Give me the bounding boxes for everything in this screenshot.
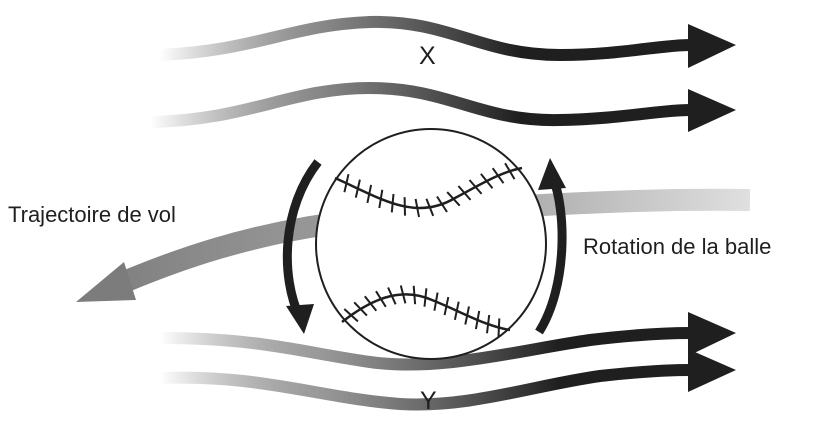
- label-flight-trajectory: Trajectoire de vol: [8, 204, 176, 226]
- airflow-top-inner: [150, 88, 736, 132]
- baseball: [316, 129, 546, 359]
- label-ball-rotation: Rotation de la balle: [583, 236, 771, 258]
- airflow-top-outer: [160, 22, 736, 68]
- seam-stitch: [499, 318, 500, 336]
- rotation-arrow-left: [286, 162, 318, 334]
- label-y: Y: [420, 389, 437, 414]
- seam-stitch: [414, 286, 415, 304]
- label-x: X: [419, 44, 436, 69]
